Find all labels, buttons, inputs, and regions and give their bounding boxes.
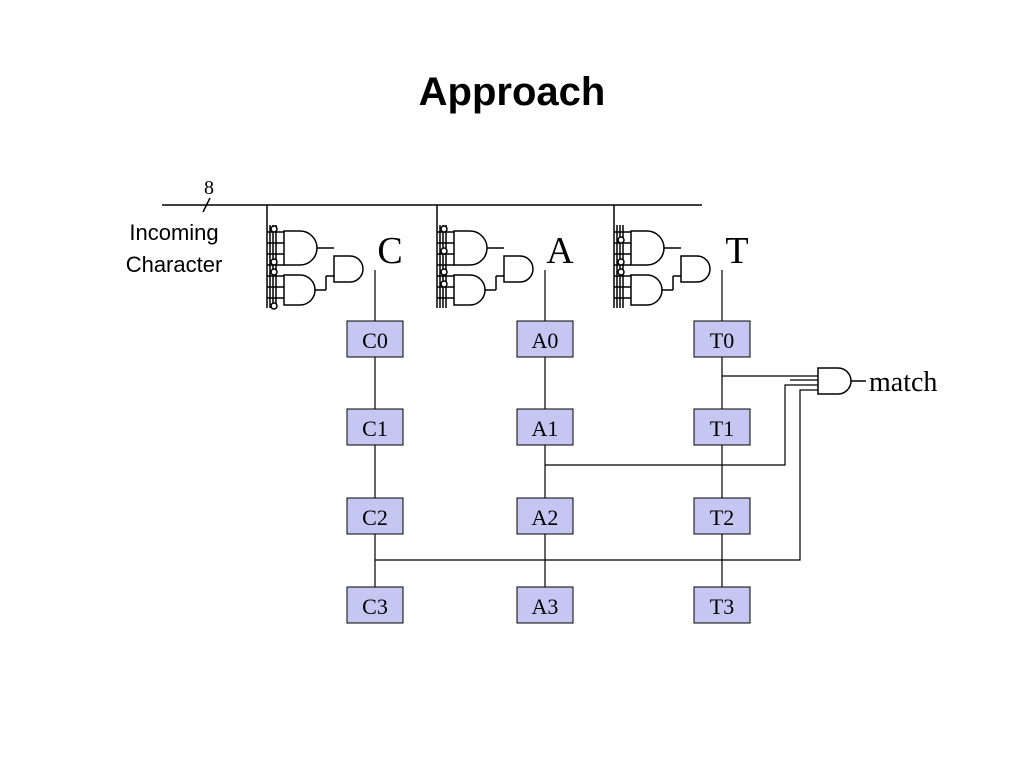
svg-text:A2: A2	[532, 505, 559, 530]
register-t1: T1	[693, 408, 751, 446]
match-label: match	[869, 367, 937, 398]
register-t2: T2	[693, 497, 751, 535]
svg-text:C3: C3	[362, 594, 388, 619]
svg-text:A0: A0	[532, 328, 559, 353]
bus-width-slash	[202, 197, 211, 213]
decoder-gates-c	[266, 205, 364, 310]
match-and-gate	[817, 367, 852, 395]
register-t0: T0	[693, 320, 751, 358]
register-c1: C1	[346, 408, 404, 446]
column-letter-t: T	[725, 230, 748, 272]
page-title: Approach	[418, 70, 606, 114]
decoder-gates-t	[613, 205, 711, 308]
column-letter-a: A	[546, 230, 574, 272]
register-a3: A3	[516, 586, 574, 624]
svg-text:C2: C2	[362, 505, 388, 530]
register-a0: A0	[516, 320, 574, 358]
bus-width-label: 8	[204, 177, 214, 199]
register-c2: C2	[346, 497, 404, 535]
decoder-gates-a	[436, 205, 534, 308]
bus-label-line1: Incoming	[129, 220, 218, 245]
register-c3: C3	[346, 586, 404, 624]
register-a2: A2	[516, 497, 574, 535]
match-feed-wires	[375, 375, 818, 561]
register-c0: C0	[346, 320, 404, 358]
svg-text:A3: A3	[532, 594, 559, 619]
register-t3: T3	[693, 586, 751, 624]
svg-text:T2: T2	[710, 505, 734, 530]
svg-text:A1: A1	[532, 416, 559, 441]
column-letter-c: C	[377, 230, 402, 272]
bus-label-line2: Character	[126, 252, 223, 277]
svg-text:T1: T1	[710, 416, 734, 441]
svg-text:T3: T3	[710, 594, 734, 619]
register-a1: A1	[516, 408, 574, 446]
svg-text:C1: C1	[362, 416, 388, 441]
svg-text:T0: T0	[710, 328, 734, 353]
svg-text:C0: C0	[362, 328, 388, 353]
